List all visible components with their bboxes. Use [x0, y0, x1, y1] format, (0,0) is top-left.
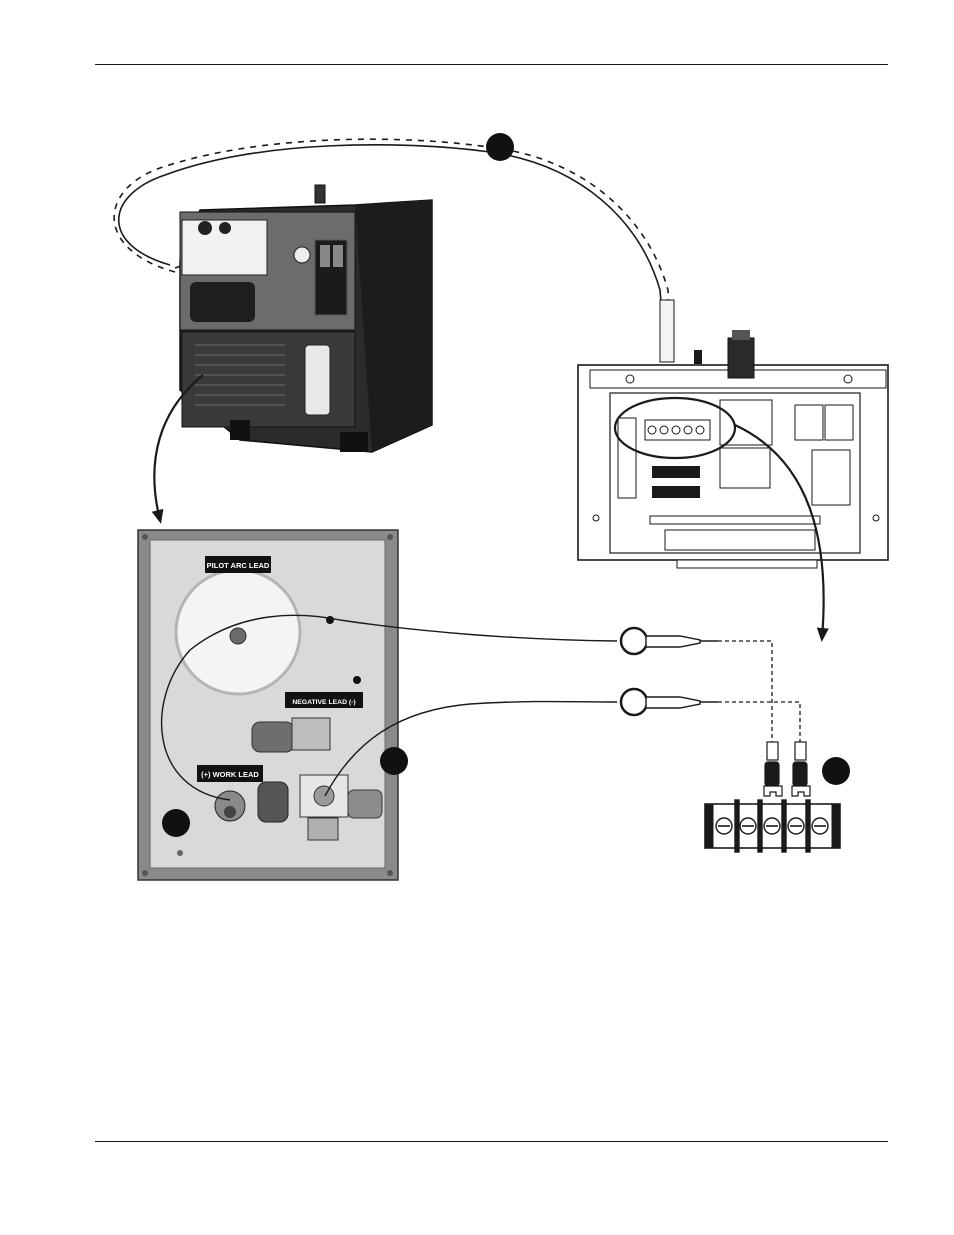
pilot-arc-lead-label: PILOT ARC LEAD — [207, 561, 270, 570]
spade-terminals — [763, 741, 811, 797]
bottom-rule — [95, 1141, 888, 1142]
work-lead-label: (+) WORK LEAD — [201, 770, 259, 779]
top-rule — [95, 64, 888, 65]
power-supply-cabinet — [179, 184, 433, 453]
callout-dot-negative-lead — [380, 747, 408, 775]
callout-dot-terminal-strip — [822, 757, 850, 785]
ring-terminal-leads — [161, 614, 618, 801]
callout-dot-cable — [486, 133, 514, 161]
ring-terminal-2 — [619, 687, 718, 717]
control-board — [577, 299, 889, 569]
negative-lead-label: NEGATIVE LEAD (-) — [292, 699, 355, 706]
arrows — [151, 374, 829, 642]
callout-dot-work-lead — [162, 809, 190, 837]
ring-terminal-1 — [619, 626, 718, 656]
dashed-wire-path — [718, 640, 801, 742]
terminal-strip — [704, 799, 841, 853]
callout-dots — [162, 133, 850, 837]
